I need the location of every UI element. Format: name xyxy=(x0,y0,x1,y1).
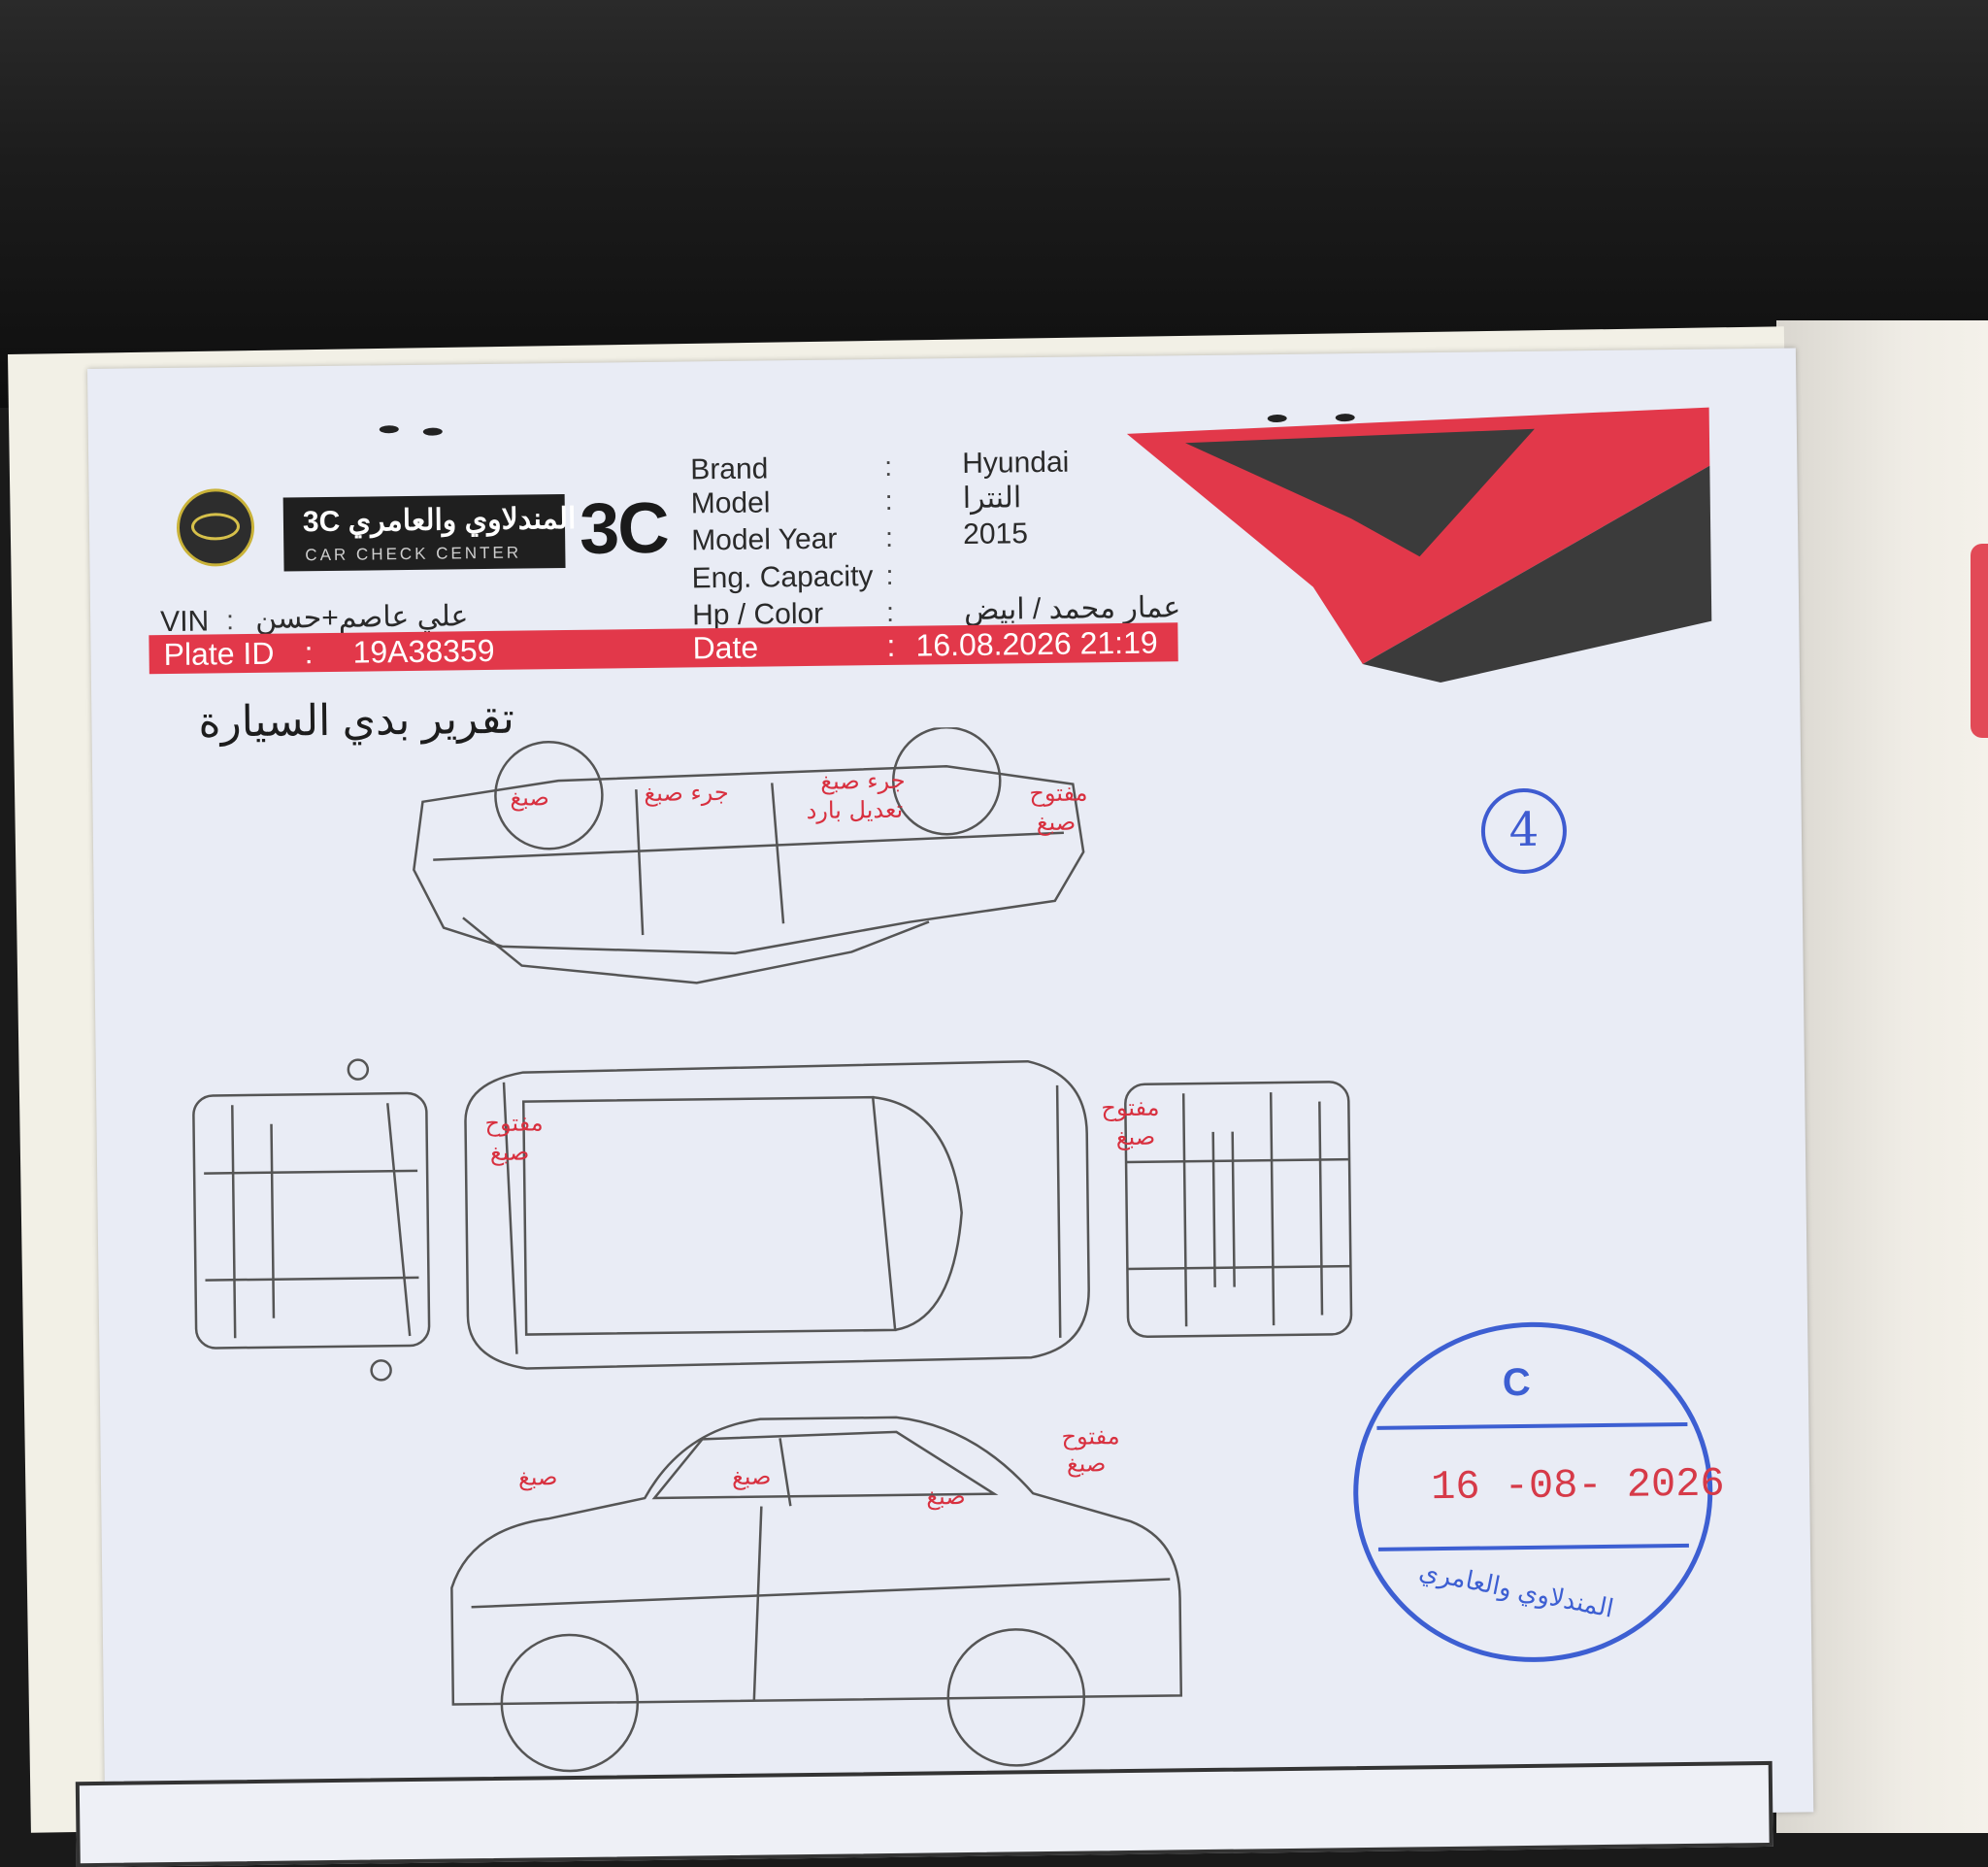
car-body-diagram xyxy=(192,725,1353,1773)
damage-note: مفتوح xyxy=(1061,1422,1120,1450)
damage-note: صبغ xyxy=(489,1138,530,1166)
stamp-divider xyxy=(1376,1421,1688,1430)
desk-background xyxy=(1776,320,1988,1833)
vin-value: علي عاصم+حسن xyxy=(254,600,469,635)
damage-note: صبغ xyxy=(926,1483,966,1511)
damage-note: مفتوح xyxy=(484,1109,544,1138)
punch-hole xyxy=(422,427,443,436)
inspection-report-sheet: المندلاوي والعامري 3C CAR CHECK CENTER 3… xyxy=(75,348,1814,1867)
stamp-date: 16 -08- 2026 xyxy=(1430,1460,1725,1512)
model-colon: : xyxy=(884,484,893,516)
damage-note: مفتوح xyxy=(1101,1093,1160,1122)
brand-colon: : xyxy=(884,450,893,482)
model-value: النترا xyxy=(962,482,1022,515)
damage-note: تعديل بارد xyxy=(806,795,904,824)
damage-note: جرء صبغ xyxy=(820,766,906,795)
brand-value: Hyundai xyxy=(962,446,1070,480)
date-value: 16.08.2026 21:19 xyxy=(915,624,1158,663)
red-edge-object xyxy=(1971,544,1988,738)
car-top-view xyxy=(464,1059,1090,1370)
engine-capacity-label: Eng. Capacity xyxy=(691,560,874,595)
model-year-colon: : xyxy=(884,521,894,552)
damage-note: صبغ xyxy=(510,783,550,812)
model-year-label: Model Year xyxy=(691,522,838,557)
header-chevron-graphic xyxy=(1126,407,1712,683)
car-side-view-inverted xyxy=(413,725,1085,984)
vin-colon: : xyxy=(225,605,235,636)
brand-label: Brand xyxy=(690,452,769,486)
plate-id-value: 19A38359 xyxy=(352,632,495,670)
car-side-view xyxy=(450,1416,1183,1773)
date-label: Date xyxy=(692,629,759,666)
damage-note: صبغ xyxy=(1066,1450,1107,1478)
company-logo-box: المندلاوي والعامري 3C CAR CHECK CENTER xyxy=(282,494,577,572)
punch-hole xyxy=(379,425,399,434)
page-number-badge: 4 xyxy=(1480,787,1568,875)
company-logo-emblem xyxy=(176,487,255,567)
model-year-value: 2015 xyxy=(962,517,1029,550)
damage-note: صبغ xyxy=(1115,1122,1156,1151)
stamp-top-text: C xyxy=(1502,1360,1532,1405)
date-colon: : xyxy=(886,627,896,663)
damage-note: صبغ xyxy=(517,1463,558,1491)
damage-note: جرء صبغ xyxy=(644,778,729,808)
hp-color-value: عمار محمد / ابيض xyxy=(963,591,1181,626)
logo-3c-mark: 3C xyxy=(579,486,669,569)
damage-note: مفتوح xyxy=(1029,779,1088,808)
stamp-arabic-text: المندلاوي والعامري xyxy=(1416,1555,1616,1623)
logo-arabic-name: المندلاوي والعامري 3C xyxy=(302,502,577,539)
car-rear-view xyxy=(192,1058,431,1382)
plate-id-colon: : xyxy=(304,635,314,671)
date-stamp: C 16 -08- 2026 المندلاوي والعامري xyxy=(1351,1319,1725,1665)
model-label: Model xyxy=(690,486,771,520)
logo-english-name: CAR CHECK CENTER xyxy=(305,543,522,565)
stamp-divider xyxy=(1377,1543,1689,1551)
hp-color-colon: : xyxy=(885,596,895,627)
engine-capacity-colon: : xyxy=(885,559,894,590)
damage-note: صبغ xyxy=(731,1462,772,1490)
damage-note: صبغ xyxy=(1036,808,1077,837)
plate-id-label: Plate ID xyxy=(163,635,275,673)
car-front-view xyxy=(1124,1081,1353,1338)
